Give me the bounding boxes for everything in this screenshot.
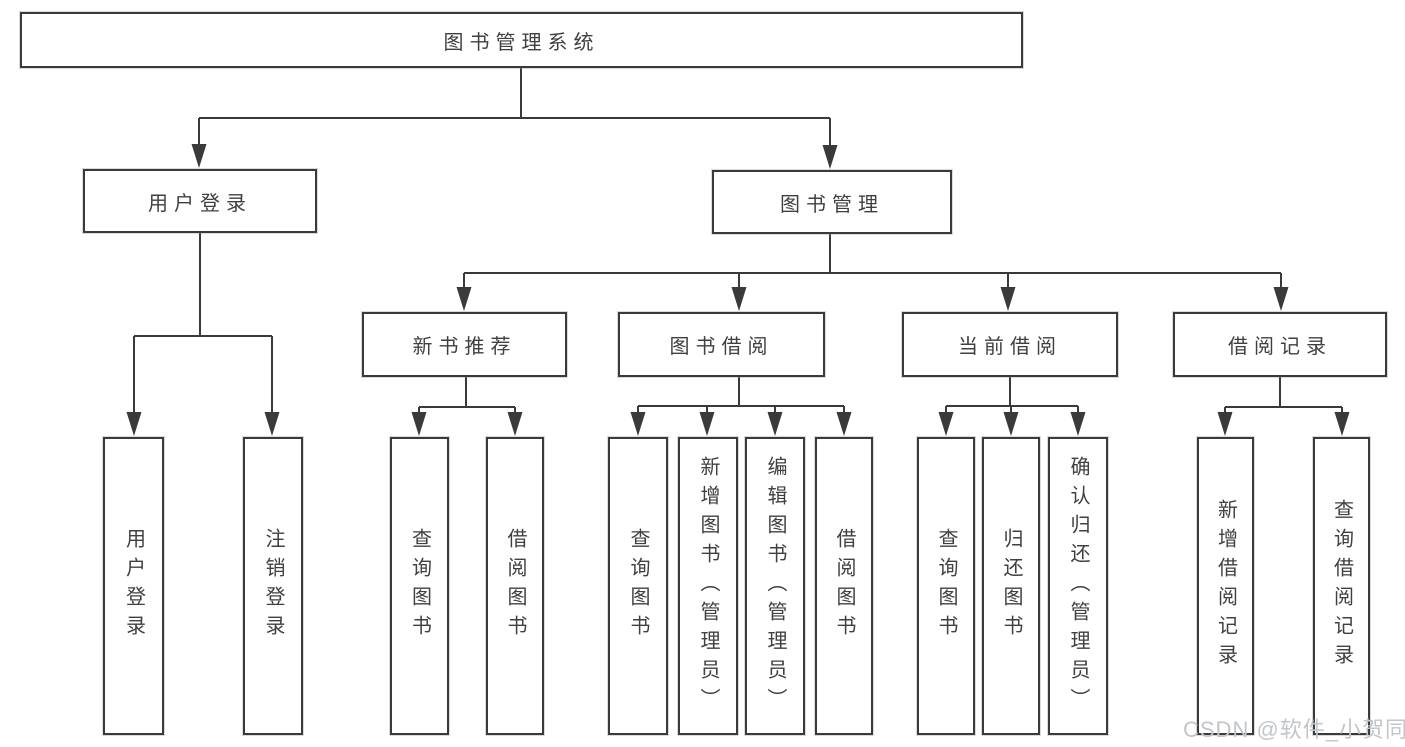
leaf-user-login: 用户登录: [103, 437, 164, 735]
node-label: 图书管理系统: [443, 31, 600, 54]
node-label: 借阅图书: [504, 528, 526, 644]
node-label: 确认归还（管理员）: [1067, 455, 1089, 717]
leaf-add-books-admin: 新增图书（管理员）: [678, 437, 738, 735]
node-label: 查询图书: [935, 528, 957, 644]
node-new-book-recommendation: 新书推荐: [362, 312, 567, 377]
node-label: 查询借阅记录: [1330, 499, 1353, 673]
node-label: 归还图书: [1000, 528, 1022, 644]
node-label: 用户登录: [148, 192, 252, 215]
node-book-borrowing: 图书借阅: [618, 312, 825, 377]
csdn-watermark: CSDN @软件_小贺同学: [1183, 717, 1405, 742]
node-user-login: 用户登录: [83, 169, 317, 233]
node-label: 新增借阅记录: [1214, 499, 1237, 673]
leaf-add-borrow-record: 新增借阅记录: [1197, 437, 1254, 735]
node-label: 查询图书: [408, 528, 431, 644]
leaf-return-books: 归还图书: [982, 437, 1040, 735]
node-label: 注销登录: [262, 528, 284, 644]
leaf-confirm-return-admin: 确认归还（管理员）: [1048, 437, 1108, 735]
node-current-borrowing: 当前借阅: [902, 312, 1118, 377]
leaf-logout: 注销登录: [243, 437, 303, 735]
leaf-query-borrow-record: 查询借阅记录: [1313, 437, 1370, 735]
node-label: 查询图书: [627, 528, 649, 644]
node-label: 图书借阅: [669, 336, 774, 358]
node-book-management: 图书管理: [712, 170, 952, 234]
node-label: 借阅图书: [833, 528, 855, 644]
node-label: 编辑图书（管理员）: [764, 455, 786, 717]
leaf-query-books: 查询图书: [917, 437, 975, 735]
node-label: 图书管理: [780, 193, 884, 216]
node-label: 新书推荐: [412, 336, 517, 358]
node-label: 新增图书（管理员）: [697, 455, 719, 717]
node-label: 当前借阅: [958, 336, 1062, 358]
leaf-query-books: 查询图书: [390, 437, 449, 735]
leaf-borrow-books: 借阅图书: [815, 437, 873, 735]
leaf-borrow-books: 借阅图书: [486, 437, 544, 735]
node-borrowing-records: 借阅记录: [1173, 312, 1387, 377]
node-label: 借阅记录: [1228, 336, 1332, 358]
leaf-edit-books-admin: 编辑图书（管理员）: [745, 437, 805, 735]
node-label: 用户登录: [122, 528, 145, 644]
leaf-query-books: 查询图书: [608, 437, 668, 735]
node-library-management-system: 图书管理系统: [20, 12, 1023, 68]
